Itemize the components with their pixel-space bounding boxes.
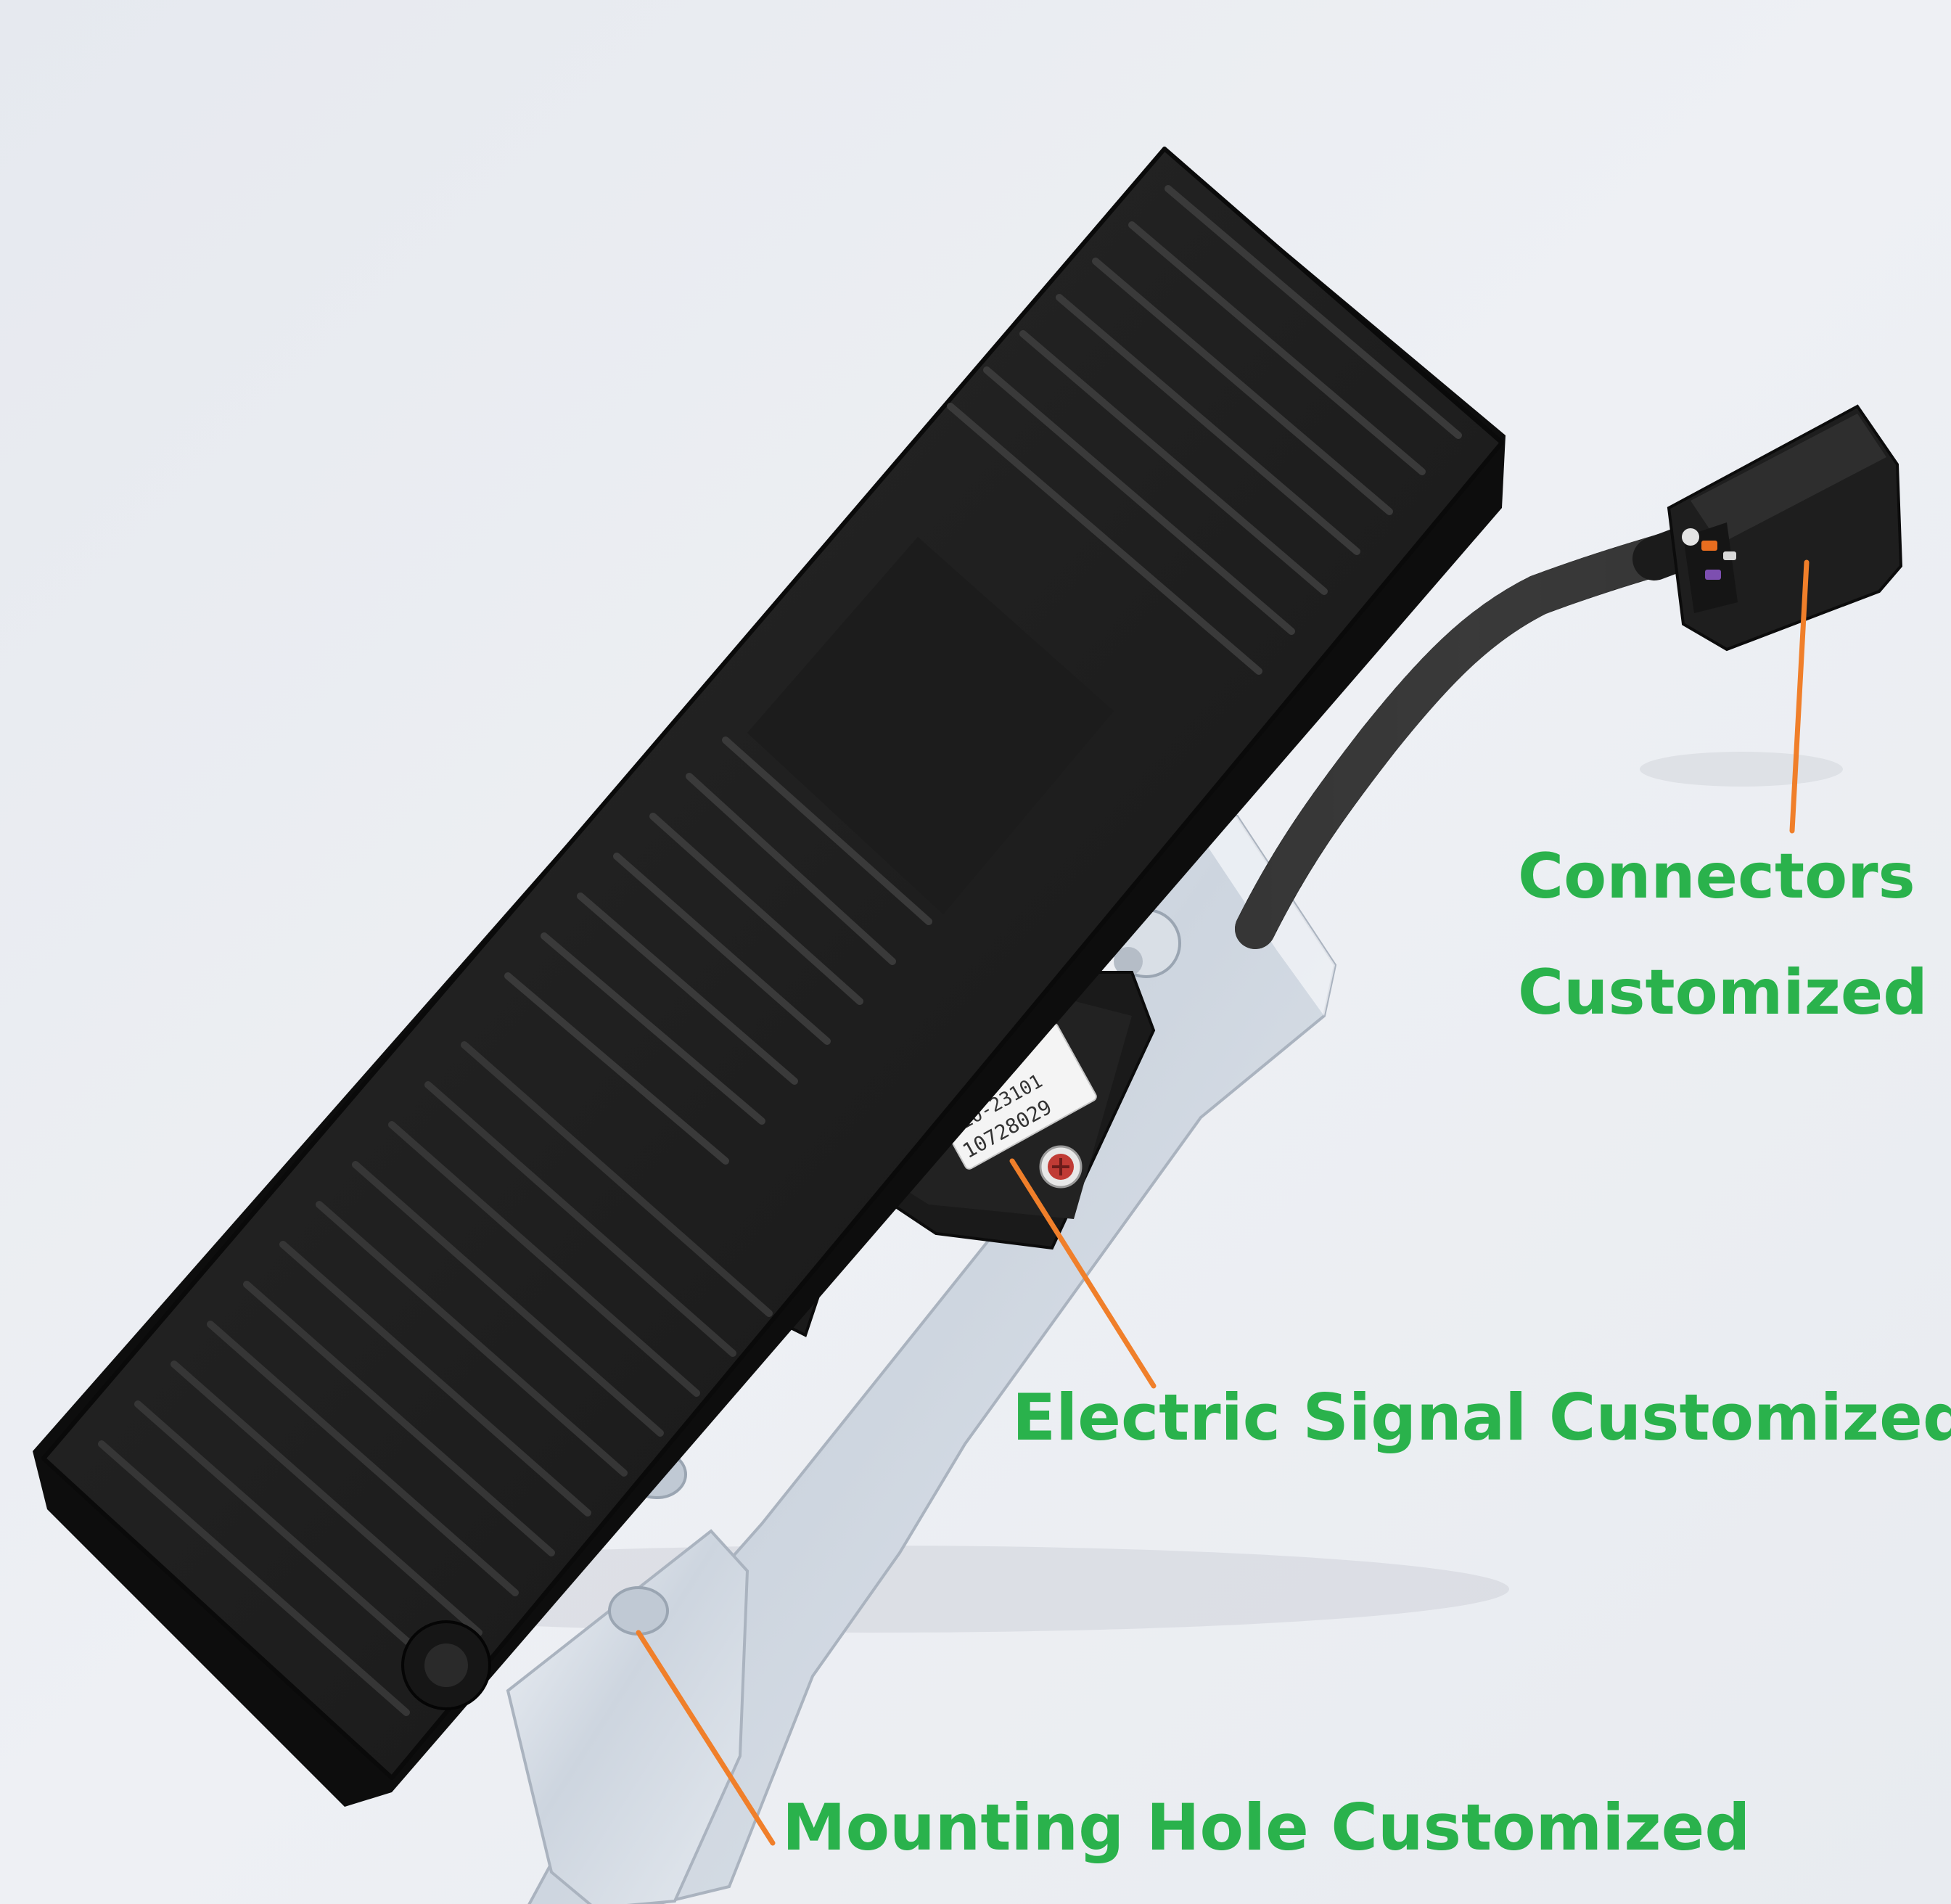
connector-plug xyxy=(1667,404,1903,652)
mounting-hole-lower xyxy=(608,1586,669,1636)
leader-electric xyxy=(1009,1158,1157,1389)
connectors-label-line1: Connectors xyxy=(1518,840,1915,913)
leader-lines xyxy=(636,559,1810,1846)
leader-connectors xyxy=(1789,559,1810,834)
leader-mounting xyxy=(636,1630,776,1846)
mounting-hole-label: Mounting Hole Customized xyxy=(782,1790,1751,1865)
connectors-label-line2: Customized xyxy=(1518,956,1928,1029)
electric-signal-label: Electric Signal Customized xyxy=(1012,1380,1951,1455)
screw-bottom xyxy=(1039,1145,1083,1189)
pedal-pad xyxy=(33,147,1506,1807)
